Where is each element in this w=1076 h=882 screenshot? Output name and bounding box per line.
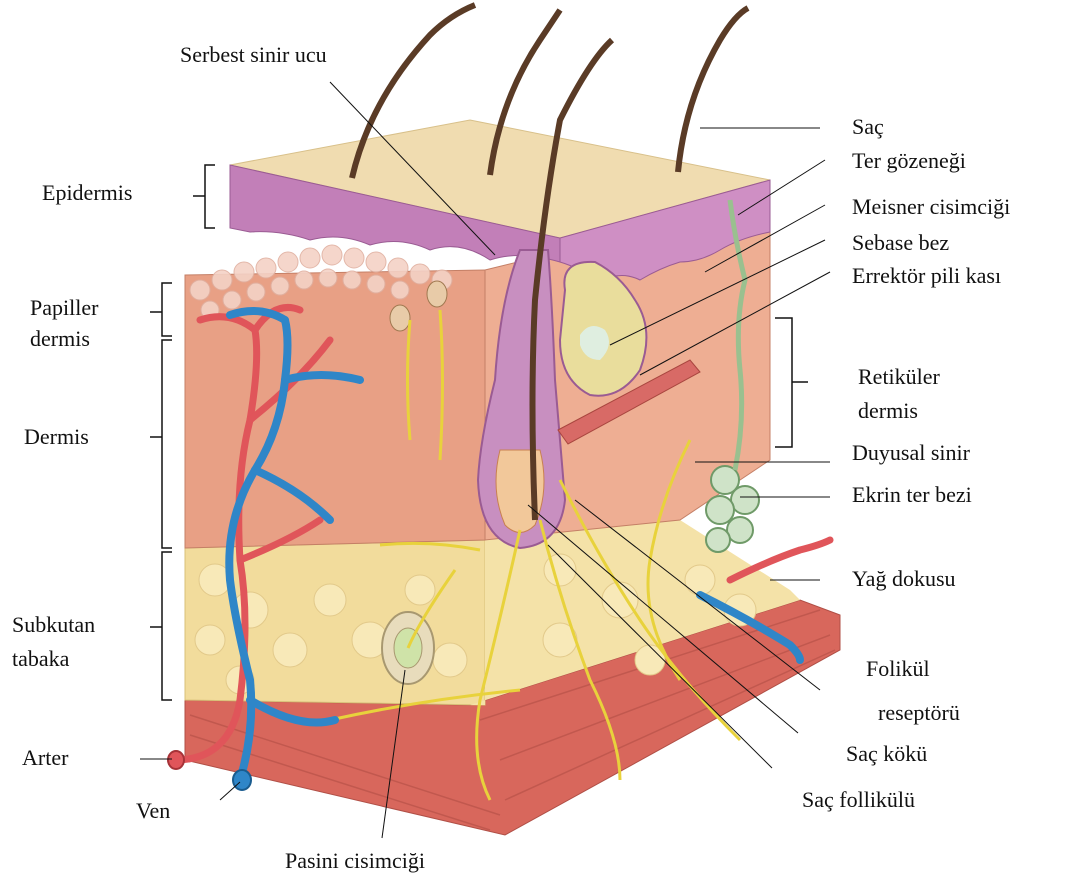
label-sac: Saç — [852, 114, 884, 140]
label-meisner: Meisner cisimciği — [852, 194, 1010, 220]
hair-3 — [678, 8, 748, 172]
meissner-corpuscle-1 — [390, 305, 410, 331]
label-sac-koku: Saç kökü — [846, 741, 927, 767]
label-papiller-dermis-2: dermis — [30, 326, 90, 352]
label-ter-gozenegi: Ter gözeneği — [852, 148, 966, 174]
label-errektor: Errektör pili kası — [852, 263, 1001, 289]
vein-end — [233, 770, 251, 790]
meissner-corpuscle-2 — [427, 281, 447, 307]
label-ekrin: Ekrin ter bezi — [852, 482, 972, 508]
label-folikul-2: reseptörü — [878, 700, 960, 726]
label-ven: Ven — [136, 798, 170, 824]
label-epidermis: Epidermis — [42, 180, 132, 206]
artery-end — [168, 751, 184, 769]
label-subkutan-1: Subkutan — [12, 612, 95, 638]
label-dermis: Dermis — [24, 424, 89, 450]
label-sebase: Sebase bez — [852, 230, 949, 256]
label-papiller-dermis-1: Papiller — [30, 295, 98, 321]
label-folikul-1: Folikül — [866, 656, 930, 682]
label-subkutan-2: tabaka — [12, 646, 69, 672]
label-yag-dokusu: Yağ dokusu — [852, 566, 956, 592]
label-pasini: Pasini cisimciği — [285, 848, 425, 874]
label-duyusal-sinir: Duyusal sinir — [852, 440, 970, 466]
label-retikuler-1: Retiküler — [858, 364, 940, 390]
eccrine-gland — [706, 466, 759, 552]
label-retikuler-2: dermis — [858, 398, 918, 424]
label-arter: Arter — [22, 745, 68, 771]
label-sac-follikulu: Saç follikülü — [802, 787, 915, 813]
label-serbest-sinir-ucu: Serbest sinir ucu — [180, 42, 327, 68]
